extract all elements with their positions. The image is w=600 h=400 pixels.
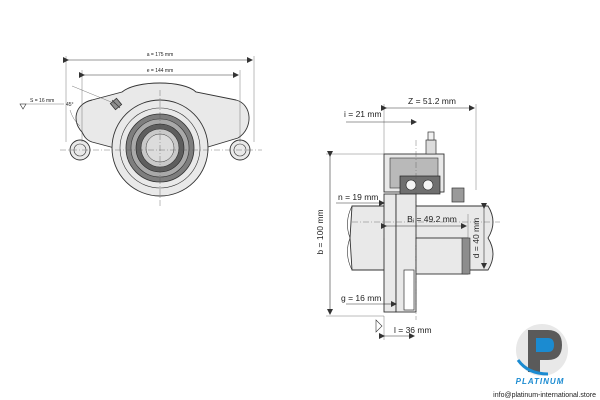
bearing-insert [399,175,441,195]
dim-b-label: b = 100 mm [315,209,325,254]
dim-l-label: l = 36 mm [394,325,432,335]
dim-n-label: n = 19 mm [338,192,378,202]
surface-symbol-side [375,319,383,333]
dim-z-label: Z = 51.2 mm [408,96,456,106]
dim-i-label: i = 21 mm [344,109,382,119]
surface-symbol-front [19,103,27,110]
brand-logo: PLATINUM [516,324,568,386]
side-view: Z = 51.2 mm i = 21 mm n = 19 mm Bᵢ = 49.… [315,96,500,340]
dim-e-label: e = 144 mm [147,68,174,74]
front-view: a = 175 mm e = 144 mm 45° S = 16 mm [19,52,262,208]
dim-d-label: d = 40 mm [471,218,481,258]
angle-label: 45° [66,102,74,108]
dim-a-label: a = 175 mm [147,52,174,58]
set-screw [451,187,465,203]
grease-nipple-side [425,131,437,155]
dim-bi-label: Bᵢ = 49.2 mm [407,214,457,224]
housing-flange [383,193,397,313]
dim-g-label: g = 16 mm [341,293,381,303]
brand-name: PLATINUM [516,377,565,386]
dim-s-label: S = 16 mm [30,98,54,104]
contact-email[interactable]: info@platinum-international.store [493,392,596,399]
